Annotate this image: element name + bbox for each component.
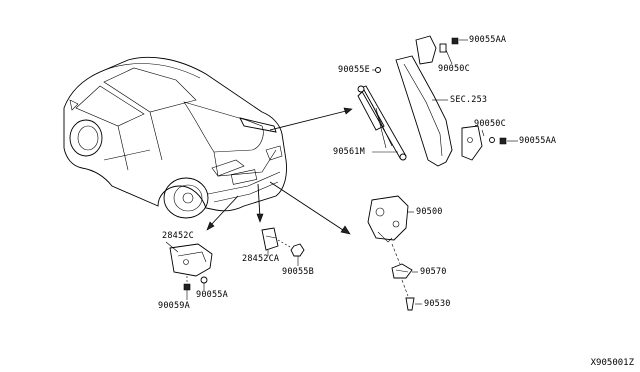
label-90050C-top: 90050C [438,64,470,74]
label-28452C: 28452C [162,231,194,241]
label-90055A: 90055A [196,290,228,300]
label-90055B: 90055B [282,267,314,277]
label-90570: 90570 [420,267,447,277]
leader-arrows [206,107,353,235]
label-90055AA-right: 90055AA [519,136,557,146]
bracket-28452C [165,241,213,300]
label-28452CA: 28452CA [242,254,280,264]
bracket-28452CA [261,227,305,266]
label-90055E: 90055E [338,65,370,75]
label-90500: 90500 [416,207,443,217]
label-90059A: 90059A [158,301,190,311]
hinge-assembly [372,35,518,167]
label-90530: 90530 [424,299,451,309]
label-90561M: 90561M [333,147,365,157]
label-90050C-right: 90050C [474,119,506,129]
latch-assembly [367,195,422,311]
label-sec-253: SEC.253 [450,95,488,105]
diagram-id: X905001Z [590,358,634,368]
gas-stay [357,85,407,161]
label-90055AA-top: 90055AA [469,35,507,45]
vehicle-illustration [63,56,287,219]
